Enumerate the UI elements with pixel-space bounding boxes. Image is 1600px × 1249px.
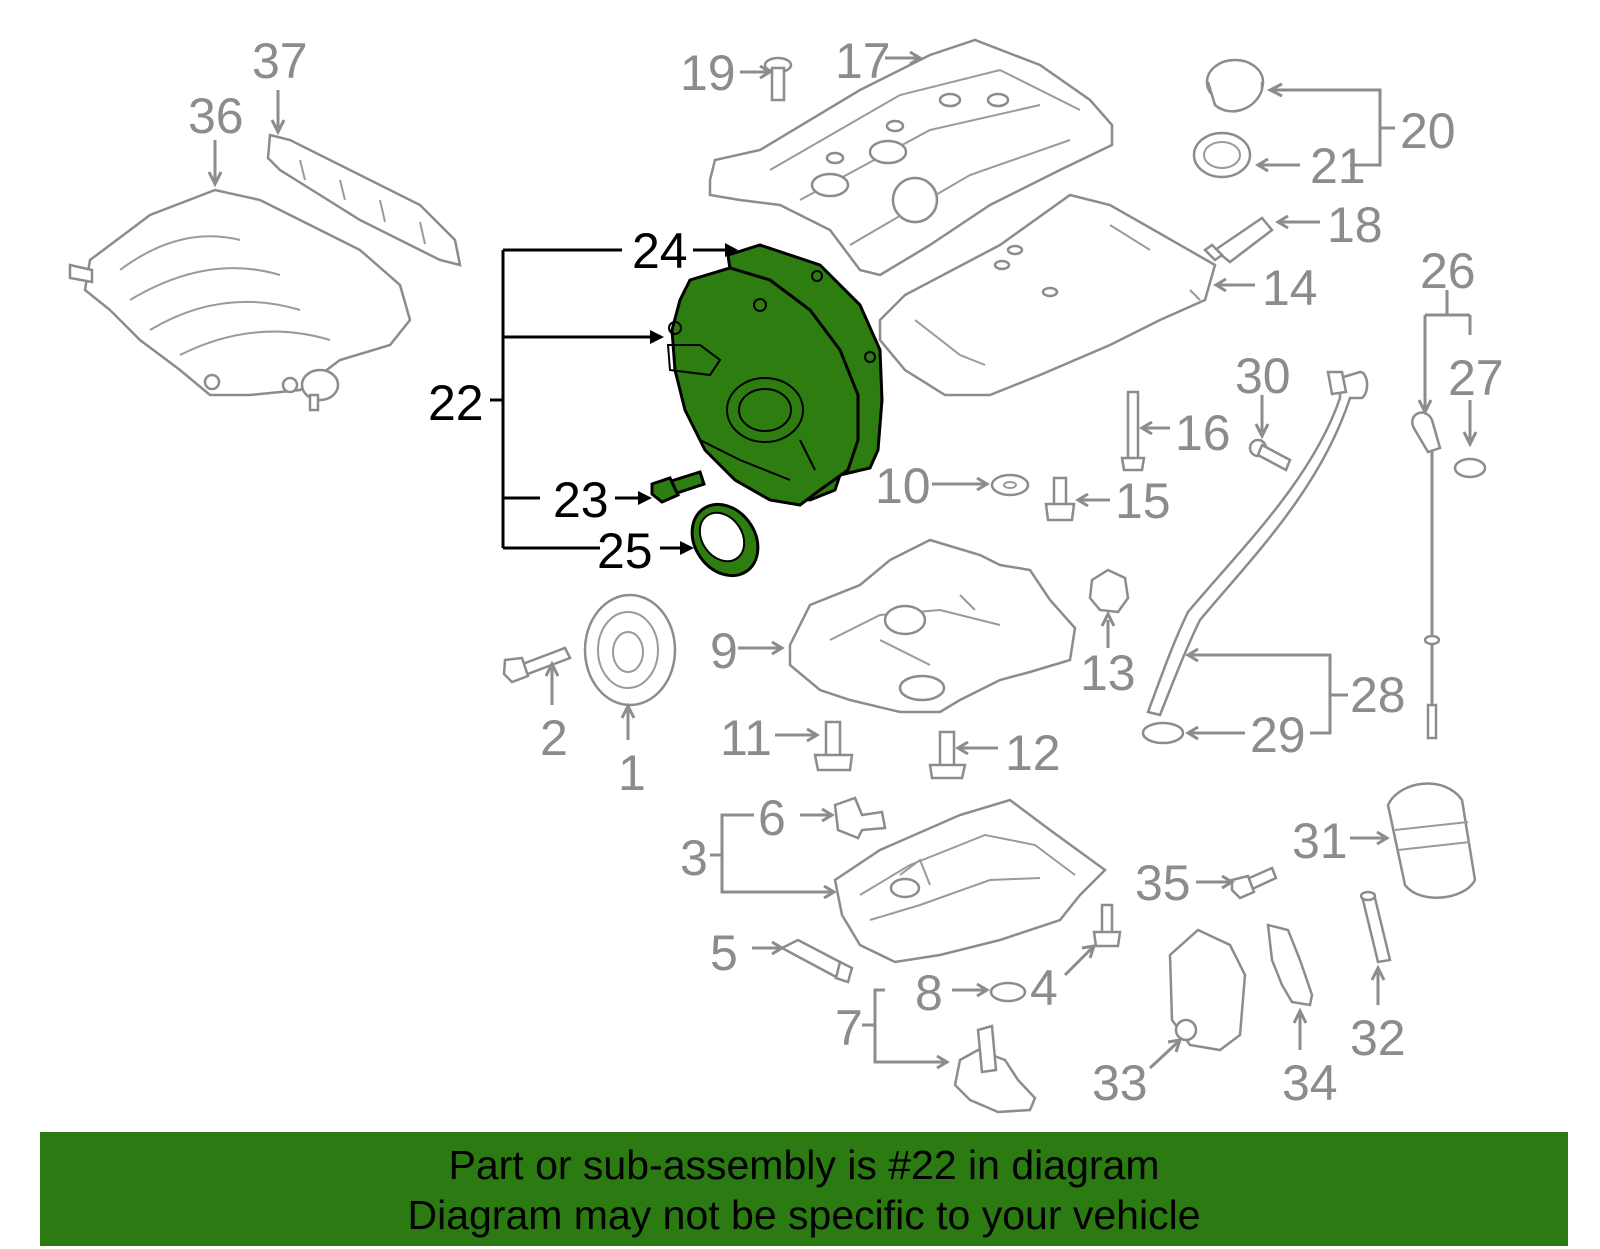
bolt-30-part <box>1248 438 1292 472</box>
o-ring-29-part <box>1141 721 1185 745</box>
cover-bolt-part <box>650 470 706 504</box>
bolt-15-part <box>1044 476 1076 522</box>
sensor-32-part <box>1359 890 1392 964</box>
sensor-5-part <box>779 938 854 984</box>
callout-20: 20 <box>1400 103 1456 159</box>
callout-17: 17 <box>835 33 891 89</box>
callout-35: 35 <box>1135 855 1191 911</box>
callout-12: 12 <box>1005 725 1061 781</box>
callout-33: 33 <box>1092 1055 1148 1111</box>
callout-23: 23 <box>553 472 609 528</box>
bolt-11-part <box>813 720 854 772</box>
clip-13-part <box>1088 568 1130 614</box>
pulley-part <box>583 593 677 707</box>
callout-34: 34 <box>1282 1055 1338 1111</box>
baffle-plate-part <box>878 193 1217 397</box>
callout-26: 26 <box>1420 243 1476 299</box>
intake-manifold-part <box>68 188 412 412</box>
bracket-34-part <box>1266 923 1314 1007</box>
lower-cover-9-part <box>788 538 1077 714</box>
callout-28: 28 <box>1350 667 1406 723</box>
intake-gasket-part <box>266 133 462 267</box>
callout-4: 4 <box>1030 960 1058 1016</box>
callout-3: 3 <box>680 830 708 886</box>
leader-lines-grey <box>207 50 1478 1070</box>
callout-11: 11 <box>720 710 772 766</box>
o-ring-27-part <box>1453 457 1487 479</box>
bolt-2-part <box>502 646 572 684</box>
timing-cover-part <box>666 266 876 507</box>
bolt-4-part <box>1092 903 1122 948</box>
bolt-19-part <box>763 56 793 102</box>
callout-5: 5 <box>710 925 738 981</box>
callout-29: 29 <box>1250 707 1306 763</box>
banner-line-1: Part or sub-assembly is #22 in diagram <box>448 1142 1160 1188</box>
sensor-6-part <box>833 796 887 840</box>
callout-16: 16 <box>1175 405 1231 461</box>
oil-pan-part <box>833 798 1107 964</box>
o-ring-8-part <box>989 981 1027 1003</box>
oil-level-sensor-part <box>953 1024 1037 1114</box>
bolt-35-part <box>1230 866 1278 900</box>
callout-7: 7 <box>835 1000 863 1056</box>
callout-14: 14 <box>1262 260 1318 316</box>
callout-2: 2 <box>540 710 568 766</box>
callout-1: 1 <box>618 745 646 801</box>
leader-lines-highlighted <box>490 243 738 555</box>
callout-labels: 37 36 19 17 20 21 18 14 26 27 30 16 10 1… <box>188 33 1504 1111</box>
callout-9: 9 <box>710 623 738 679</box>
callout-13: 13 <box>1080 645 1136 701</box>
washer-10-part <box>990 473 1030 497</box>
oil-cooler-part <box>1168 928 1247 1052</box>
oil-cap-part <box>1205 58 1265 113</box>
callout-18: 18 <box>1327 197 1383 253</box>
info-banner: Part or sub-assembly is #22 in diagram D… <box>40 1132 1568 1246</box>
callout-32: 32 <box>1350 1010 1406 1066</box>
crankshaft-seal-part <box>690 502 760 578</box>
callout-21: 21 <box>1310 138 1366 194</box>
callout-30: 30 <box>1235 348 1291 404</box>
callout-36: 36 <box>188 88 244 144</box>
callout-8: 8 <box>915 965 943 1021</box>
callout-24: 24 <box>632 223 688 279</box>
cap-seal-part <box>1192 131 1252 179</box>
callout-10: 10 <box>875 458 931 514</box>
dipstick-part <box>1411 411 1442 740</box>
callout-27: 27 <box>1448 350 1504 406</box>
bolt-16-part <box>1120 390 1146 472</box>
callout-19: 19 <box>680 45 736 101</box>
sensor-18-part <box>1203 216 1274 264</box>
valve-cover-part <box>708 38 1114 277</box>
callout-25: 25 <box>597 523 653 579</box>
banner-line-2: Diagram may not be specific to your vehi… <box>407 1192 1201 1238</box>
callout-31: 31 <box>1292 813 1348 869</box>
callout-6: 6 <box>758 790 786 846</box>
bolt-12-part <box>928 730 967 780</box>
oil-filter-part <box>1386 782 1477 899</box>
callout-15: 15 <box>1115 473 1171 529</box>
callout-22: 22 <box>428 375 484 431</box>
dipstick-tube-part <box>1146 370 1369 717</box>
callout-37: 37 <box>252 33 308 89</box>
